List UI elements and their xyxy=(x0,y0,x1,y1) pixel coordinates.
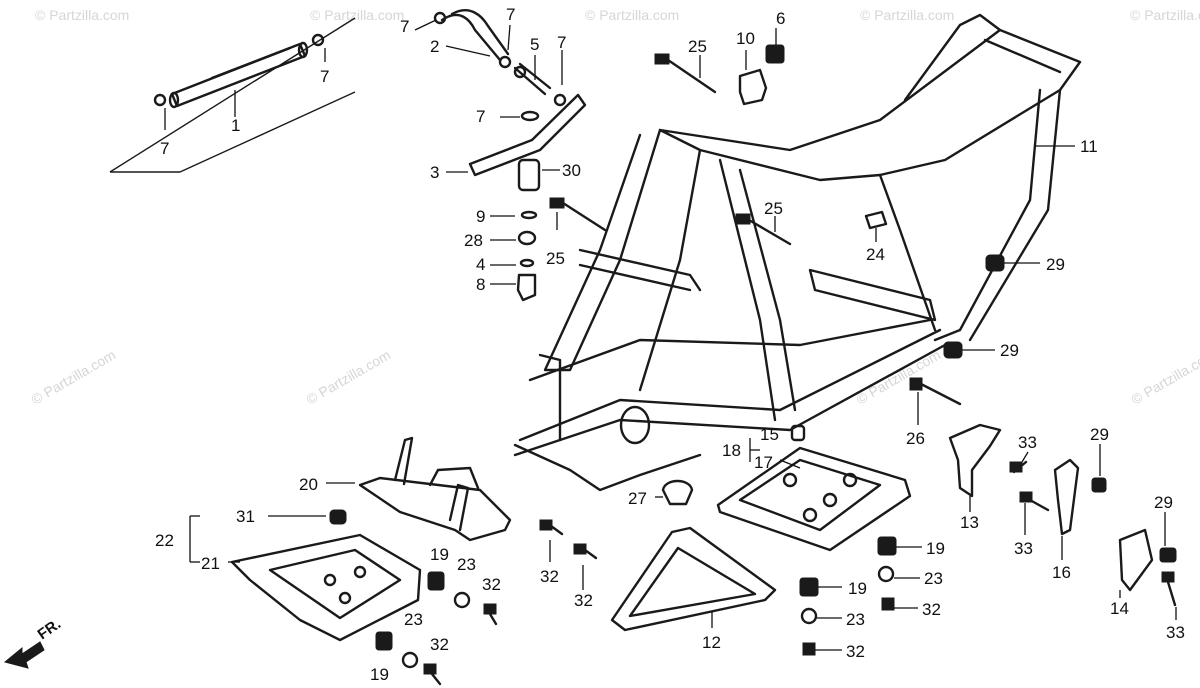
callout-11: 11 xyxy=(1080,137,1098,156)
callout-27: 27 xyxy=(628,489,647,508)
callout-3: 3 xyxy=(430,163,439,182)
callout-23: 23 xyxy=(404,610,423,629)
callout-23: 23 xyxy=(457,555,476,574)
watermark: © Partzilla.com xyxy=(310,7,404,23)
callout-8: 8 xyxy=(476,275,485,294)
callout-12: 12 xyxy=(702,633,721,652)
callout-32: 32 xyxy=(922,600,941,619)
callout-13: 13 xyxy=(960,513,979,532)
callout-19: 19 xyxy=(848,579,867,598)
callout-4: 4 xyxy=(476,255,485,274)
callout-19: 19 xyxy=(926,539,945,558)
bolt-26 xyxy=(909,377,962,425)
direction-label: FR. xyxy=(35,615,65,643)
callout-17: 17 xyxy=(754,453,773,472)
callout-29: 29 xyxy=(1046,255,1065,274)
callout-21: 21 xyxy=(201,554,220,573)
mount-parts-6-10 xyxy=(738,28,785,106)
callout-32: 32 xyxy=(430,635,449,654)
callout-5: 5 xyxy=(530,35,539,54)
callout-9: 9 xyxy=(476,207,485,226)
callout-19: 19 xyxy=(370,665,389,684)
callout-32: 32 xyxy=(540,567,559,586)
callout-6: 6 xyxy=(776,9,785,28)
callout-28: 28 xyxy=(464,231,483,250)
callout-24: 24 xyxy=(866,245,885,264)
callout-33: 33 xyxy=(1014,539,1033,558)
watermark: © Partzilla.com xyxy=(1130,7,1200,23)
bolts-25 xyxy=(549,53,792,246)
callout-7: 7 xyxy=(320,67,329,86)
breather-hose-group xyxy=(414,9,587,302)
callout-15: 15 xyxy=(760,425,779,444)
callout-7: 7 xyxy=(160,139,169,158)
skid-plate-front xyxy=(189,509,422,642)
callout-20: 20 xyxy=(299,475,318,494)
callout-18: 18 xyxy=(722,441,741,460)
callout-25: 25 xyxy=(764,199,783,218)
callout-31: 31 xyxy=(236,507,255,526)
callout-30: 30 xyxy=(562,161,581,180)
callout-16: 16 xyxy=(1052,563,1071,582)
callout-14: 14 xyxy=(1110,599,1129,618)
callout-7: 7 xyxy=(557,33,566,52)
callout-33: 33 xyxy=(1018,433,1037,452)
callout-29: 29 xyxy=(1000,341,1019,360)
callout-7: 7 xyxy=(400,17,409,36)
watermark: © Partzilla.com xyxy=(304,347,394,408)
callout-2: 2 xyxy=(430,37,439,56)
front-guard xyxy=(326,436,512,542)
callout-29: 29 xyxy=(1154,493,1173,512)
callout-25: 25 xyxy=(546,249,565,268)
callout-32: 32 xyxy=(482,575,501,594)
callout-1: 1 xyxy=(231,116,240,135)
watermark: © Partzilla.com xyxy=(854,347,944,408)
callout-7: 7 xyxy=(506,5,515,24)
callout-32: 32 xyxy=(846,642,865,661)
cap-27 xyxy=(655,479,694,506)
lower-bracket xyxy=(610,526,777,632)
tube-assembly xyxy=(109,17,356,173)
callout-23: 23 xyxy=(924,569,943,588)
callout-29: 29 xyxy=(1090,425,1109,444)
callout-25: 25 xyxy=(688,37,707,56)
callout-26: 26 xyxy=(906,429,925,448)
callout-19: 19 xyxy=(430,545,449,564)
callout-22: 22 xyxy=(155,531,174,550)
callout-32: 32 xyxy=(574,591,593,610)
callout-7: 7 xyxy=(476,107,485,126)
front-direction-arrow: FR. xyxy=(3,615,65,669)
nuts-29 xyxy=(864,210,1177,563)
brackets xyxy=(948,423,1177,620)
watermark: © Partzilla.com xyxy=(35,7,129,23)
watermark: © Partzilla.com xyxy=(585,7,679,23)
callout-numbers: 1 2 3 4 5 6 7 7 7 7 7 7 8 9 10 11 12 13 … xyxy=(155,5,1185,684)
callout-33: 33 xyxy=(1166,623,1185,642)
watermark: © Partzilla.com xyxy=(29,347,119,408)
callout-23: 23 xyxy=(846,610,865,629)
skid-plate-rear xyxy=(716,424,912,552)
callout-10: 10 xyxy=(736,29,755,48)
watermark: © Partzilla.com xyxy=(860,7,954,23)
main-frame xyxy=(513,13,1082,492)
hardware-19-23-32 xyxy=(375,519,922,686)
watermark: © Partzilla.com xyxy=(1129,347,1200,408)
